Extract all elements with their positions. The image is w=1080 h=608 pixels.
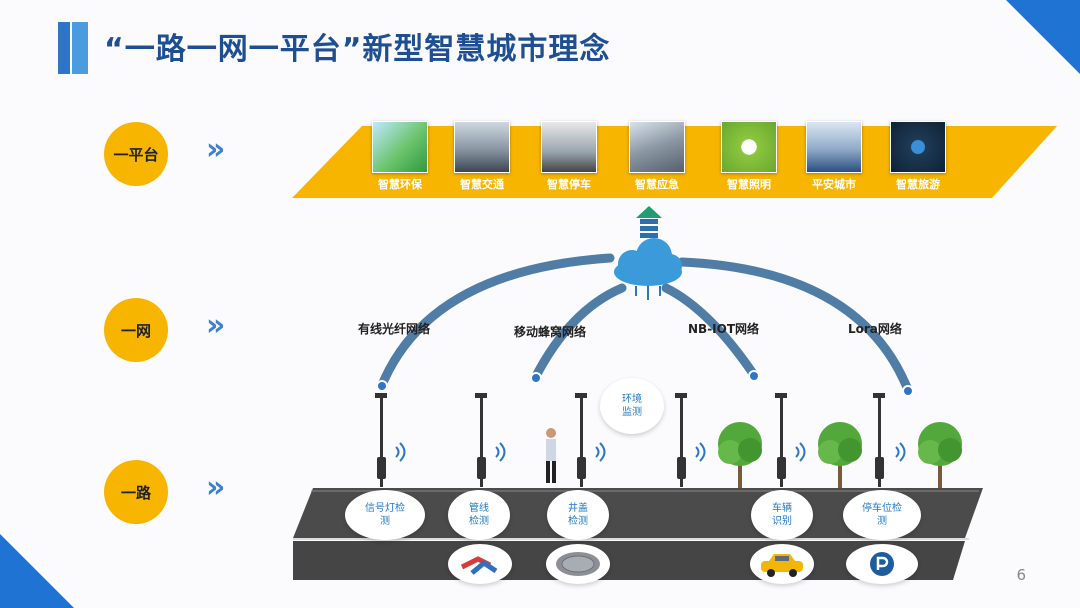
bubble-line: 井盖 — [568, 503, 588, 514]
platform-tile-traffic: 智慧交通 — [451, 121, 513, 192]
network-label-nbiot: NB-IOT网络 — [688, 322, 760, 336]
bubble-line: 识别 — [772, 516, 792, 527]
tree-icon — [818, 422, 862, 488]
platform-tile-parking: 智慧停车 — [538, 121, 600, 192]
street-lamp-icon — [475, 393, 487, 487]
manhole-icon-bubble — [546, 544, 610, 584]
level-platform-circle: 一平台 — [104, 122, 168, 186]
tree-icon — [918, 422, 962, 488]
bubble-line: 停车位检 — [862, 503, 902, 514]
car-icon — [761, 554, 803, 577]
network-label-lora: Lora网络 — [848, 322, 902, 336]
platform-tile-label: 智慧停车 — [547, 178, 591, 191]
vehicle-icon-bubble — [750, 544, 814, 584]
parking-space-detection-bubble: 停车位检测 — [843, 490, 921, 540]
network-label-cellular: 移动蜂窝网络 — [514, 325, 587, 339]
platform-tile-emergency: 智慧应急 — [626, 121, 688, 192]
network-diagram — [376, 206, 914, 397]
upload-arrow-icon — [636, 206, 662, 238]
chevron-right-icon: » — [206, 308, 226, 343]
street-lamp-icon — [575, 393, 587, 487]
street-lamp-icon — [873, 393, 885, 487]
signal-light-detection-bubble: 信号灯检测 — [345, 490, 425, 540]
traffic-icon — [454, 121, 510, 173]
chevron-right-icon: » — [206, 132, 226, 167]
corner-decoration-bottom-left — [0, 534, 74, 608]
title-accent-bar — [58, 22, 70, 74]
vehicle-recognition-bubble: 车辆识别 — [751, 490, 813, 540]
platform-tile-lighting: 智慧照明 — [718, 121, 780, 192]
manhole-detection-bubble: 井盖检测 — [547, 490, 609, 540]
manhole-cover-icon — [556, 552, 600, 576]
bubble-line: 信号灯检 — [365, 503, 405, 514]
trees — [718, 422, 962, 488]
platform-tile-label: 平安城市 — [812, 178, 856, 191]
safe-city-icon — [806, 121, 862, 173]
platform-tile-label: 智慧交通 — [460, 178, 504, 191]
tourism-icon — [890, 121, 946, 173]
bubble-line: 检测 — [568, 516, 588, 527]
street-lamp-icon — [775, 393, 787, 487]
platform-tile-safe-city: 平安城市 — [803, 121, 865, 192]
chevron-right-icon: » — [206, 470, 226, 505]
platform-tile-label: 智慧应急 — [635, 178, 679, 191]
level-road-label: 一路 — [120, 483, 151, 502]
eco-icon — [372, 121, 428, 173]
platform-tile-label: 智慧旅游 — [896, 178, 940, 191]
bubble-line: 车辆 — [772, 503, 792, 514]
wifi-icon — [395, 442, 906, 462]
bubble-line: 环境 — [622, 394, 642, 405]
level-network-label: 一网 — [120, 321, 151, 340]
corner-decoration-top-right — [1006, 0, 1080, 74]
title-accent-bar-light — [72, 22, 88, 74]
platform-tile-label: 智慧照明 — [727, 178, 771, 191]
pipeline-detection-bubble: 管线检测 — [448, 490, 510, 540]
platform-tile-label: 智慧环保 — [378, 178, 422, 191]
pipeline-icon-bubble — [448, 544, 512, 584]
cloud-icon — [614, 238, 682, 300]
street-lamp-icon — [375, 393, 387, 487]
bubble-line: 检测 — [469, 516, 489, 527]
parking-icon — [541, 121, 597, 173]
level-network-circle: 一网 — [104, 298, 168, 362]
street-lamp-icon — [675, 393, 687, 487]
parking-sign-icon — [870, 552, 894, 576]
street-lamps — [375, 393, 906, 487]
page-number: 6 — [1016, 566, 1026, 584]
tree-icon — [718, 422, 762, 488]
page-title: “一路一网一平台”新型智慧城市理念 — [104, 32, 611, 67]
bubble-line: 测 — [380, 516, 390, 527]
platform-tile-eco: 智慧环保 — [369, 121, 431, 192]
network-label-fiber: 有线光纤网络 — [358, 322, 431, 336]
pipe-icon — [460, 556, 498, 575]
bubble-line: 测 — [877, 516, 887, 527]
level-platform-label: 一平台 — [113, 145, 159, 164]
lighting-icon — [721, 121, 777, 173]
level-road-circle: 一路 — [104, 460, 168, 524]
environment-monitoring-bubble: 环境监测 — [600, 378, 664, 434]
bubble-line: 管线 — [469, 503, 489, 514]
bubble-line: 监测 — [622, 407, 642, 418]
parking-icon-bubble — [846, 544, 918, 584]
emergency-icon — [629, 121, 685, 173]
platform-tile-tourism: 智慧旅游 — [887, 121, 949, 192]
person-icon — [546, 428, 556, 483]
